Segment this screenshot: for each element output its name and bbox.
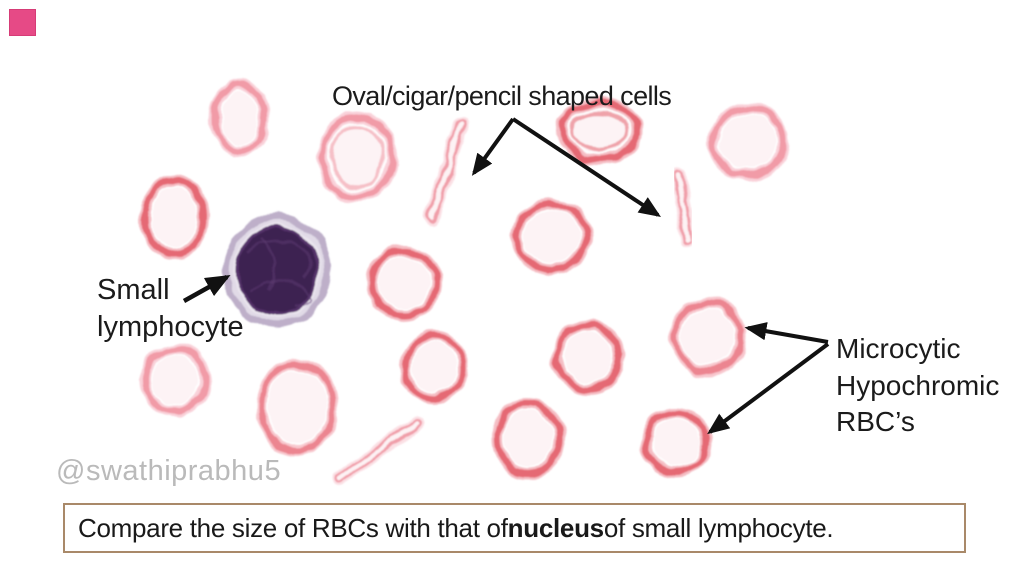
rbc-cell (366, 244, 442, 322)
small-lymphocyte-label: Small lymphocyte (97, 272, 244, 346)
pencil-cell (332, 415, 425, 487)
oval-cells-label: Oval/cigar/pencil shaped cells (332, 81, 672, 111)
rbc-cell (399, 330, 469, 404)
rbc-cell (139, 174, 209, 260)
caption-text-suffix: of small lymphocyte. (603, 512, 834, 543)
rbc-cell (551, 319, 625, 395)
small-lymphocyte-label-line1: Small (97, 274, 170, 306)
pencil-cell (424, 116, 469, 226)
microcytic-rbc-label-line2: Hypochromic (836, 369, 1000, 401)
microcytic-rbc-label-line1: Microcytic (836, 333, 961, 364)
pencil-cell (670, 166, 696, 248)
rbc-cell (707, 102, 789, 182)
rbc-cell (209, 79, 271, 157)
watermark-handle: @swathiprabhu5 (56, 455, 282, 487)
annotation-arrow (707, 342, 830, 435)
rbc-cell (491, 397, 565, 479)
lymphocyte-cell (222, 213, 332, 329)
caption-text-prefix: Compare the size of RBCs with that of (78, 512, 508, 543)
rbc-cell (555, 97, 643, 165)
rbc-cell (255, 358, 339, 456)
annotation-arrow (744, 322, 829, 344)
rbc-cell (669, 296, 747, 378)
rbc-cell (640, 406, 712, 478)
microcytic-rbc-label: Microcytic Hypochromic RBC’s (836, 331, 999, 441)
annotation-arrow (182, 275, 231, 303)
annotation-arrow (511, 117, 662, 217)
rbc-cell (511, 199, 593, 275)
microcytic-rbc-label-line3: RBC’s (836, 406, 915, 437)
annotation-arrow (471, 117, 515, 176)
small-lymphocyte-label-line2: lymphocyte (97, 311, 244, 343)
pink-corner-marker (9, 9, 36, 36)
rbc-cell (316, 111, 398, 203)
rbc-cell (139, 342, 211, 418)
caption-box: Compare the size of RBCs with that of nu… (63, 503, 966, 553)
caption-text-bold: nucleus (507, 512, 604, 543)
